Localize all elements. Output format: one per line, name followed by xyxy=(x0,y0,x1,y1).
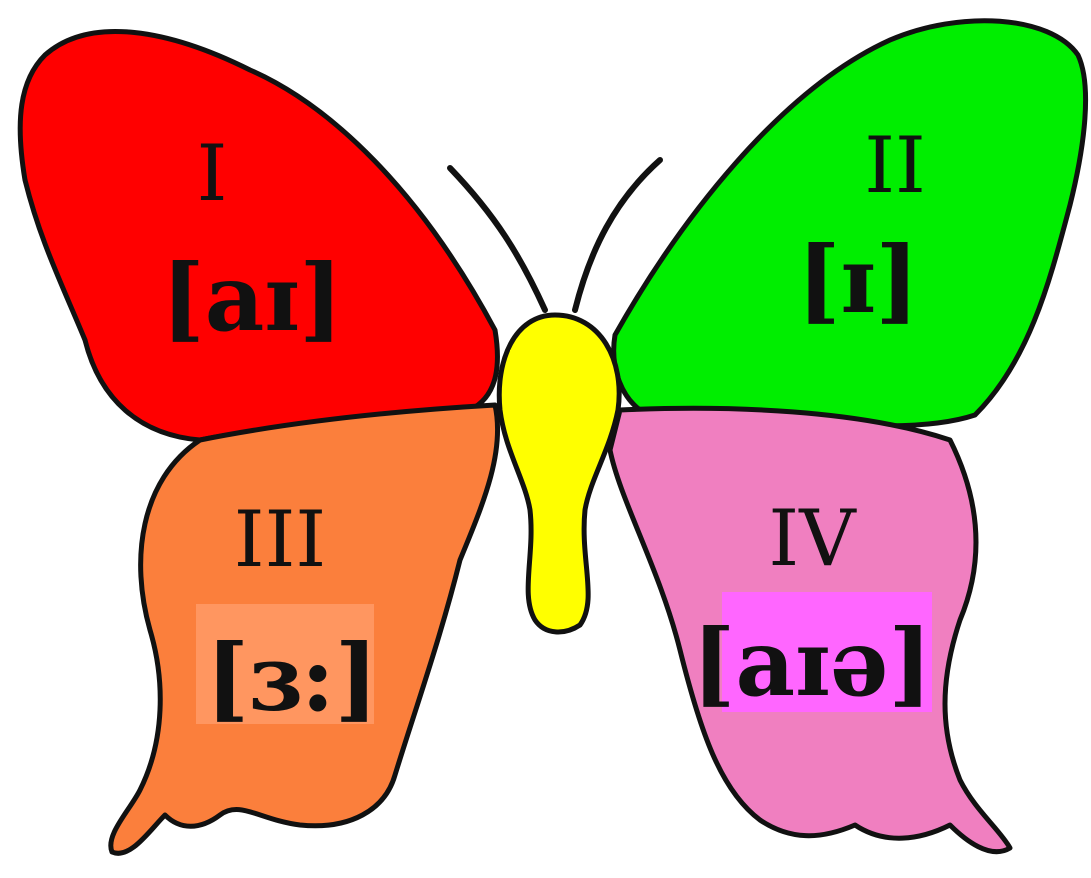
wing-2-numeral: II xyxy=(864,121,926,211)
wing-4-numeral: IV xyxy=(768,494,857,584)
wing-1 xyxy=(20,31,497,440)
wing-2 xyxy=(614,21,1086,426)
body-highlight xyxy=(510,350,600,408)
wing-3-sound: [ɜ:] xyxy=(206,624,379,732)
wing-2-sound: [ɪ] xyxy=(797,226,919,334)
wing-1-numeral: I xyxy=(197,129,228,219)
wing-3-numeral: III xyxy=(234,495,326,585)
wing-4-sound: [aɪə] xyxy=(692,609,932,717)
wing-1-sound: [aɪ] xyxy=(161,244,343,352)
